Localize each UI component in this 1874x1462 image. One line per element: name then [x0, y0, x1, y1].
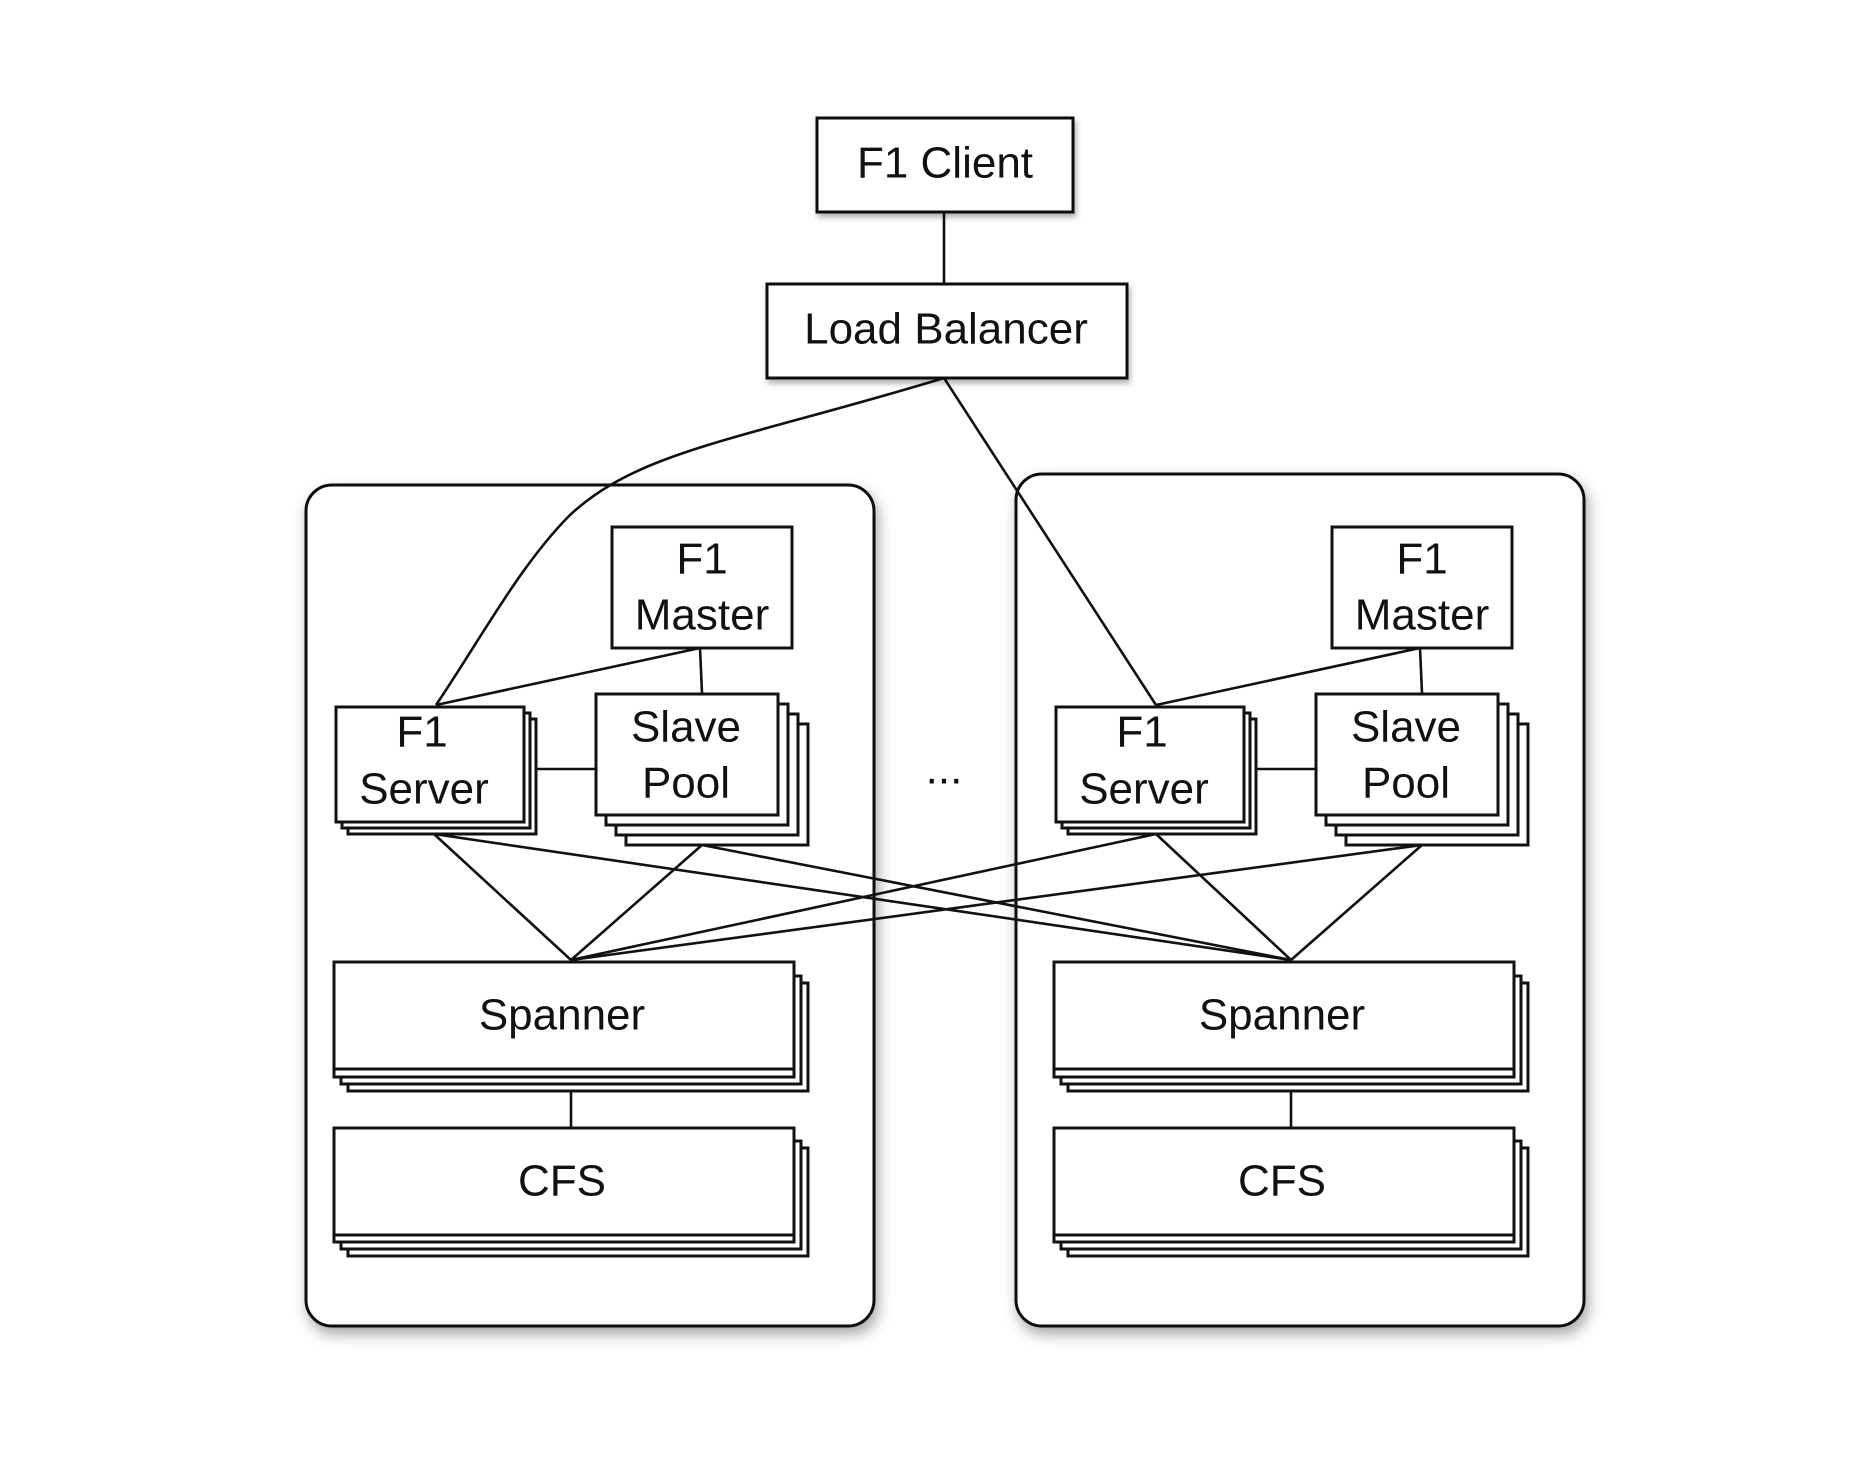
load-balancer-label: Load Balancer [804, 305, 1088, 354]
dc1-pool-to-spanner-1-line [570, 844, 703, 961]
dc2-server-to-master-line [1155, 646, 1421, 707]
spanner-label: Spanner [479, 991, 645, 1040]
f1-master-label-line1: F1 [676, 535, 727, 584]
spanner-stack: Spanner [1052, 960, 1530, 1093]
spanner-label: Spanner [1199, 991, 1365, 1040]
f1-client-label: F1 Client [857, 139, 1033, 188]
slave-pool-label-line2: Pool [642, 759, 730, 808]
f1-server-label-line1: F1 [396, 708, 447, 757]
f1-master-label-line2: Master [1355, 591, 1489, 640]
cfs-stack: CFS [332, 1126, 810, 1258]
cfs-stack: CFS [1052, 1126, 1530, 1258]
load-balancer-to-f1-server-2-line [942, 377, 1158, 706]
dc2-pool-to-spanner-2-line [1290, 844, 1423, 961]
dc1-master-to-pool-line [698, 647, 704, 694]
f1-server-stack: F1 Server [1054, 705, 1258, 836]
slave-pool-label-line1: Slave [631, 703, 741, 752]
f1-server-label-line2: Server [359, 765, 489, 814]
f1-client-box: F1 Client [815, 116, 1075, 214]
f1-master-label-line2: Master [635, 591, 769, 640]
dc2-server-to-spanner-2-line [1155, 833, 1292, 961]
f1-server-label-line1: F1 [1116, 708, 1167, 757]
slave-pool-stack: Slave Pool [1314, 692, 1530, 847]
spanner-stack: Spanner [332, 960, 810, 1093]
dc2-server-to-spanner-1-line [570, 832, 1157, 962]
dc2-pool-to-spanner-1-line [570, 843, 1423, 962]
cfs-label: CFS [1238, 1157, 1326, 1206]
dc1-server-to-master-line [435, 646, 701, 707]
cfs-label: CFS [518, 1157, 606, 1206]
f1-master-box: F1 Master [610, 525, 794, 650]
load-balancer-box: Load Balancer [765, 282, 1129, 380]
f1-server-stack: F1 Server [334, 705, 538, 836]
ellipsis-label: ... [926, 745, 963, 794]
load-balancer-to-f1-server-1-line [434, 376, 945, 706]
f1-master-box: F1 Master [1330, 525, 1514, 650]
connector-lines [433, 212, 1424, 1128]
dc2-master-to-pool-line [1418, 647, 1424, 694]
slave-pool-label-line2: Pool [1362, 759, 1450, 808]
slave-pool-stack: Slave Pool [594, 692, 810, 847]
slave-pool-label-line1: Slave [1351, 703, 1461, 752]
f1-server-label-line2: Server [1079, 765, 1209, 814]
f1-master-label-line1: F1 [1396, 535, 1447, 584]
dc1-server-to-spanner-1-line [433, 833, 572, 961]
